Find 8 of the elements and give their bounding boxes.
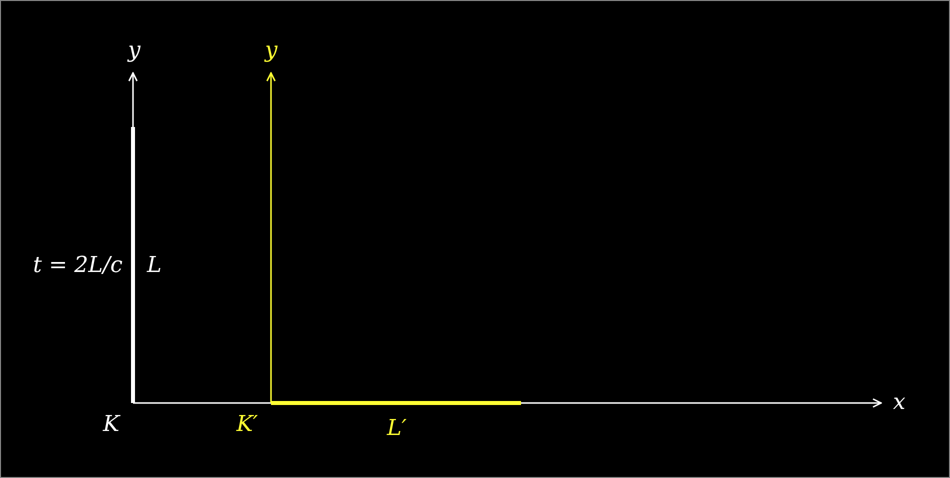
axis-label: y [128, 38, 140, 64]
origin-label: K [103, 412, 120, 438]
length-label: L [147, 253, 162, 279]
axis-label: x [893, 390, 906, 416]
length-label: L′ [387, 416, 407, 442]
origin-label: K′ [236, 412, 258, 438]
time-equation: t = 2L/c [33, 253, 123, 279]
axis-label: y [265, 38, 278, 64]
